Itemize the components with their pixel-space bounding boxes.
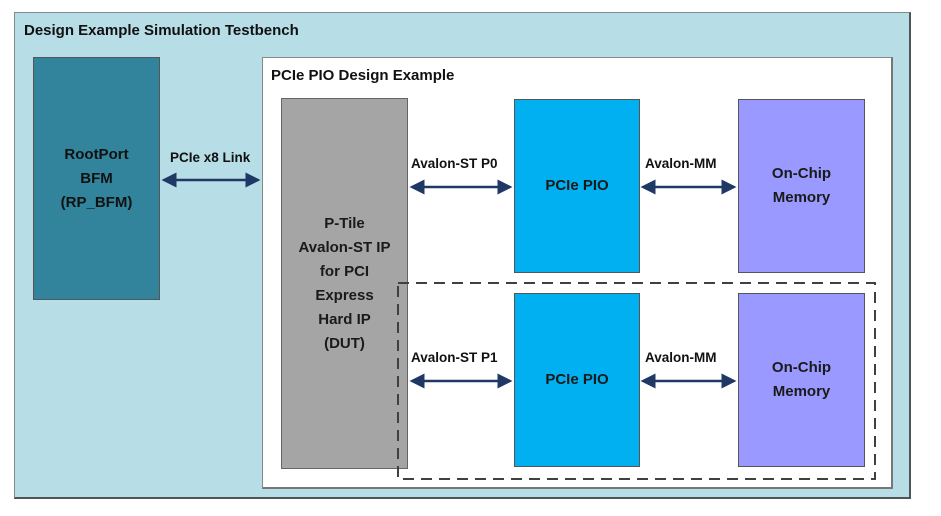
- avalon-mm-label-1: Avalon-MM: [645, 350, 717, 365]
- avalon-mm-label-0: Avalon-MM: [645, 156, 717, 171]
- pcie-pio-block-0: PCIe PIO: [514, 99, 640, 273]
- on-chip-memory-block-1: On-Chip Memory: [738, 293, 865, 467]
- avalon-st-p0-label: Avalon-ST P0: [411, 156, 498, 171]
- on-chip-memory-block-0: On-Chip Memory: [738, 99, 865, 273]
- rootport-bfm-block: RootPort BFM (RP_BFM): [33, 57, 160, 300]
- avalon-st-p1-label: Avalon-ST P1: [411, 350, 498, 365]
- pcie-link-label: PCIe x8 Link: [170, 150, 251, 165]
- dut-block: P-Tile Avalon-ST IP for PCI Express Hard…: [281, 98, 408, 469]
- pcie-pio-block-1: PCIe PIO: [514, 293, 640, 467]
- design-example-title: PCIe PIO Design Example: [271, 67, 455, 84]
- testbench-title: Design Example Simulation Testbench: [24, 22, 299, 39]
